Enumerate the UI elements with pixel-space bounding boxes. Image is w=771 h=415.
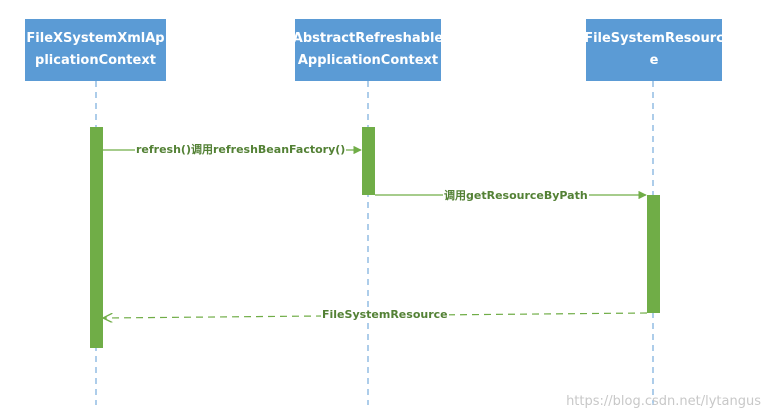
participant-filesystemresource: FileSystemResourc e (584, 19, 724, 81)
participant-label: FileSystemResourc e (584, 31, 724, 68)
activation-bar-p1 (90, 127, 103, 348)
message-arrow-3 (104, 312, 648, 318)
participant-filexsystemxmlapplicationcontext: FileXSystemXmlAp plicationContext (25, 19, 166, 81)
participant-abstractrefreshableapplicationcontext: AbstractRefreshable ApplicationContext (292, 19, 444, 81)
activation-bar-p2 (362, 127, 375, 195)
message-label-filesystemresource: FileSystemResource (321, 308, 449, 322)
activation-bar-p3 (647, 195, 660, 313)
message-label-refresh: refresh()调用refreshBeanFactory() (135, 143, 347, 157)
watermark-url: https://blog.csdn.net/lytangus (566, 394, 761, 409)
participant-label: AbstractRefreshable ApplicationContext (292, 31, 444, 68)
participant-label: FileXSystemXmlAp plicationContext (26, 31, 165, 68)
message-label-getresourcebypath: 调用getResourceByPath (443, 189, 589, 203)
